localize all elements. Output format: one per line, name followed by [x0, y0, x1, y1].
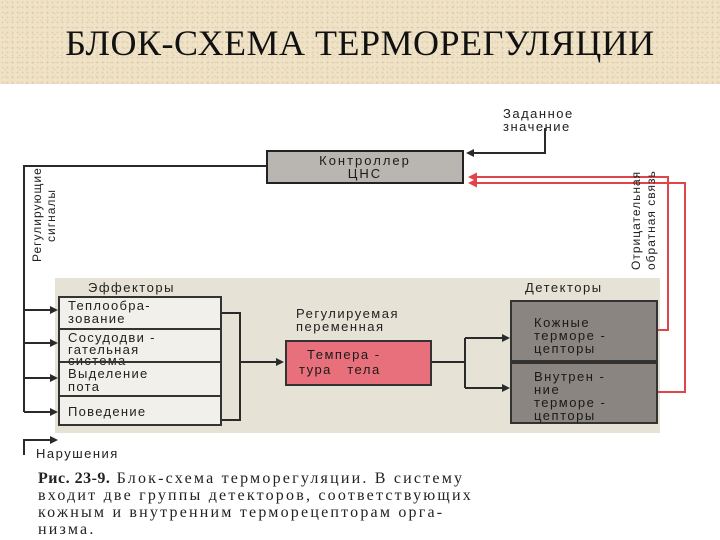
skin-receptors-l3: цепторы — [534, 341, 596, 356]
disturbance-arrow — [23, 436, 58, 455]
feedback-label-1: Отрицательная — [629, 170, 643, 270]
effector-sweating: Выделение пота — [58, 361, 222, 393]
caption-line-1: Блок-схема терморегуляции. В систему — [116, 470, 465, 487]
body-temperature-box: Темпера - тура тела — [285, 340, 432, 386]
controller-to-left-line — [23, 165, 266, 412]
effector-behavior-l1: Поведение — [68, 404, 147, 419]
feedback-skin-arrow — [468, 172, 669, 331]
figure-caption: Рис. 23-9. Блок-схема терморегуляции. В … — [38, 470, 698, 538]
internal-receptors-l2: ние — [534, 382, 561, 397]
internal-receptors-box: Внутрен - ние термоpe - цепторы — [510, 362, 658, 424]
effector-vasomotor-l3: система — [68, 353, 127, 368]
internal-receptors-l3: термоpe - — [534, 395, 607, 410]
internal-receptors-l1: Внутрен - — [534, 369, 606, 384]
regulated-variable-label-1: Регулируемая — [296, 306, 400, 321]
feedback-label-2: обратная связь — [644, 170, 658, 270]
caption-line-2: входит две группы детекторов, соответств… — [38, 487, 473, 504]
body-temperature-label-1: Темпера - — [307, 347, 381, 362]
effector-heat-production-l1: Теплообра- — [68, 298, 151, 313]
effector-vasomotor: Сосудодви - гательная система — [58, 328, 222, 367]
effector-behavior: Поведение — [58, 395, 222, 425]
regulating-signals-label-1: Регулирующие — [30, 167, 44, 262]
skin-receptors-l2: терморе - — [534, 328, 607, 343]
effector-sweating-l1: Выделение — [68, 366, 149, 381]
body-temperature-label-2: тура тела — [299, 362, 381, 377]
page-title: БЛОК-СХЕМА ТЕРМОРЕГУЛЯЦИИ — [65, 23, 655, 63]
regulated-variable-label-2: переменная — [296, 319, 385, 334]
feedback-internal-arrow — [468, 178, 686, 393]
caption-label: Рис. 23-9. — [38, 470, 111, 487]
setpoint-arrow — [466, 128, 546, 157]
setpoint-label-1: Заданное — [503, 106, 574, 121]
skin-receptors-l1: Кожные — [534, 315, 591, 330]
controller-label-1: Контроллер — [319, 153, 411, 168]
effector-heat-production: Теплообра- зование — [58, 296, 222, 329]
detectors-header: Детекторы — [525, 280, 603, 295]
effector-vasomotor-l2: гательная — [68, 342, 140, 357]
effector-vasomotor-l1: Сосудодви - — [68, 330, 156, 345]
internal-receptors-l4: цепторы — [534, 408, 596, 423]
effector-heat-production-l2: зование — [68, 311, 126, 326]
title-band — [0, 0, 720, 84]
controller-box: Контроллер ЦНС — [266, 150, 464, 184]
controller-label-2: ЦНС — [347, 166, 383, 181]
effector-sweating-l2: пота — [68, 379, 101, 394]
setpoint-label-2: значение — [503, 119, 571, 134]
skin-receptors-box: Кожные терморе - цепторы — [510, 300, 658, 362]
disturbance-label: Нарушения — [36, 446, 119, 461]
caption-line-4: низма. — [38, 521, 96, 538]
effectors-header: Эффекторы — [88, 280, 175, 295]
caption-line-3: кожным и внутренним терморецепторам орга… — [38, 504, 445, 521]
effector-bracket — [222, 312, 241, 421]
regulating-signals-label-2: сигналы — [44, 188, 58, 242]
